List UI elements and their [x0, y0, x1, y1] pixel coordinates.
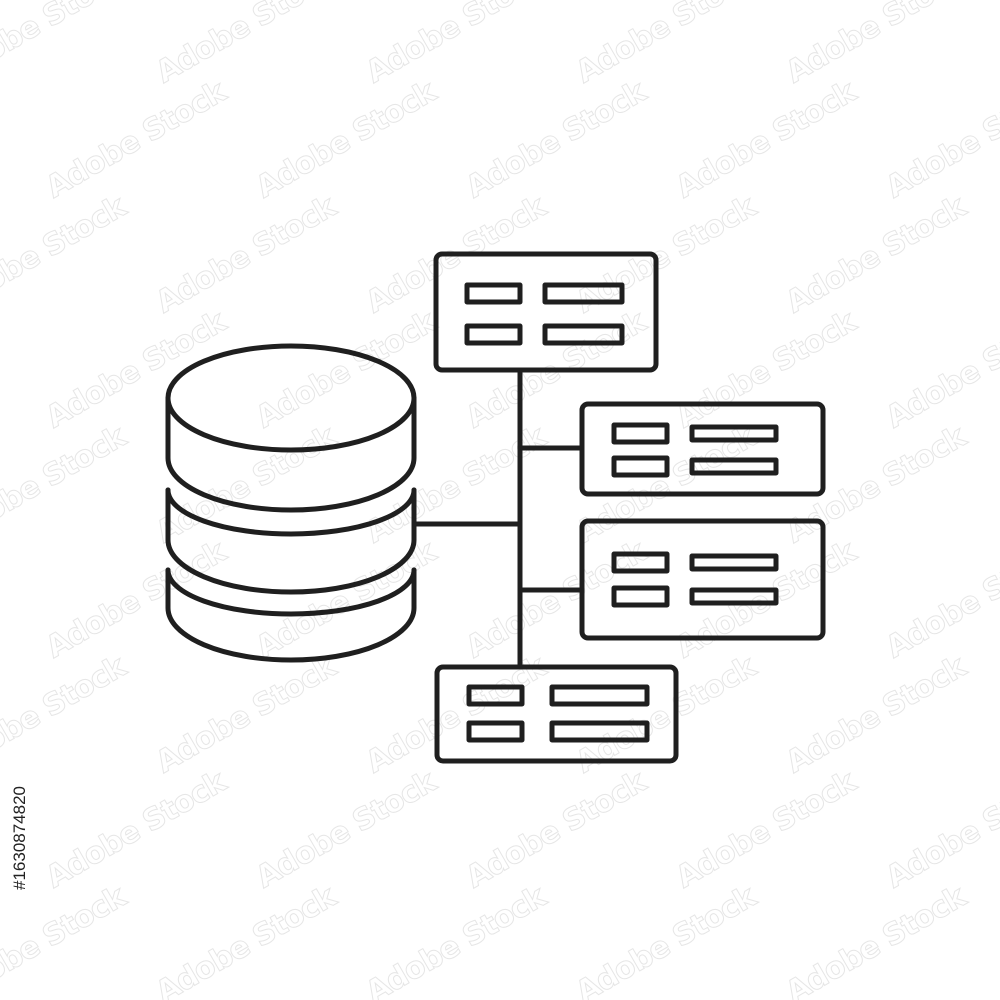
server-panel-bottom: [434, 664, 679, 764]
database-cylinder-icon: [165, 343, 417, 663]
stock-id-label: #1630874820: [10, 785, 29, 890]
server-panel-third: [579, 518, 826, 641]
connector-lines: [411, 367, 585, 670]
server-panel-second: [579, 401, 826, 497]
server-panel-top: [433, 251, 659, 373]
